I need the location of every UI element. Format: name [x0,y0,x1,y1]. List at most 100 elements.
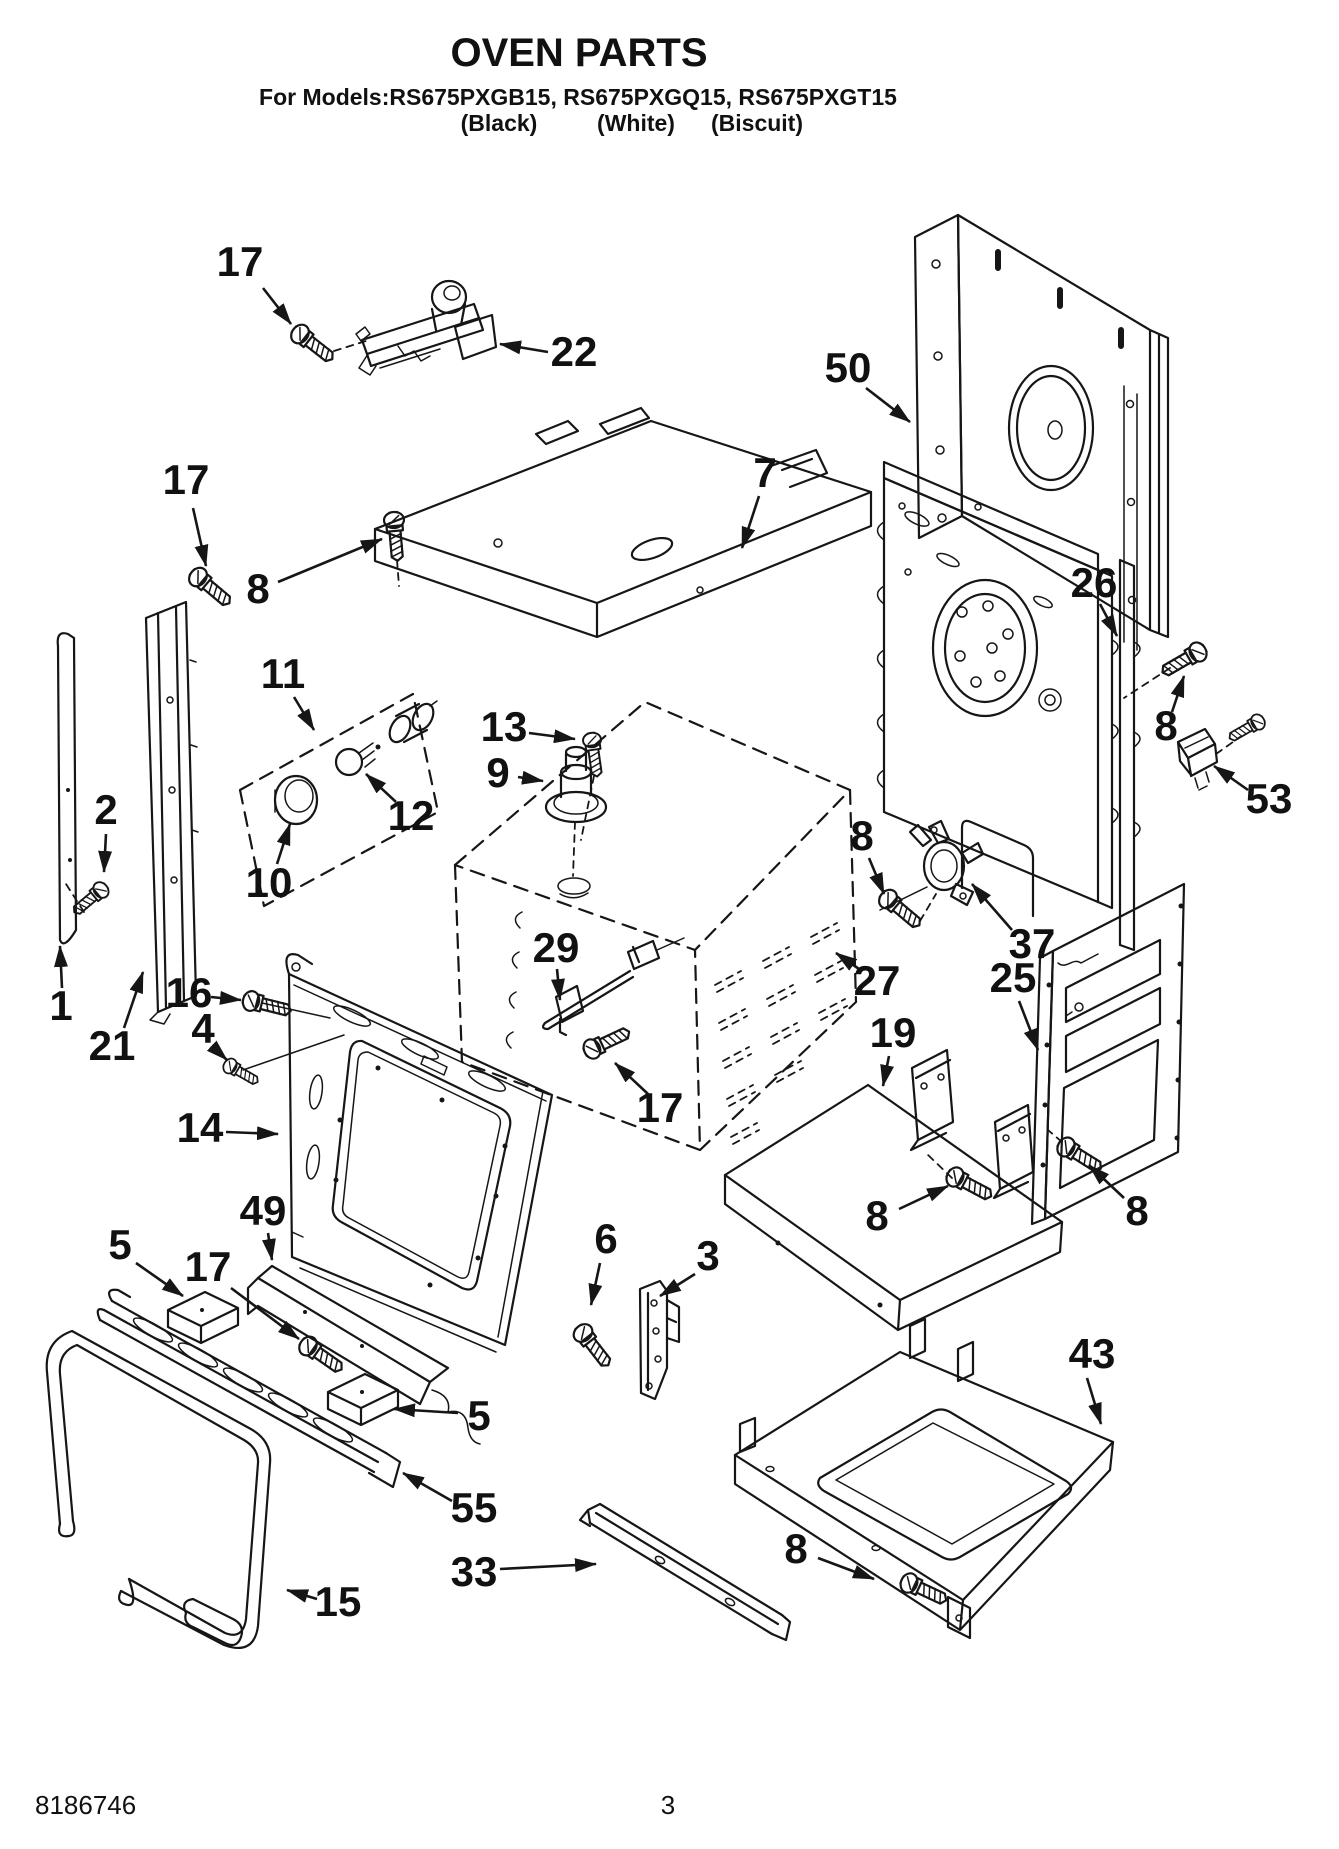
model-color-variant: (Biscuit) [711,110,803,136]
part-number-label: 5 [467,1392,490,1439]
part-number-label: 11 [261,650,305,697]
callout-7: 7 [740,449,777,549]
document-number: 8186746 [35,1790,136,1820]
part-number-label: 6 [594,1215,617,1262]
door-gasket-part-15 [45,1329,272,1650]
part-number-label: 13 [481,703,528,750]
model-color-variant: (Black) [461,110,538,136]
part-number-label: 19 [870,1009,917,1056]
callout-arrow [1085,1377,1103,1425]
side-trim-part-21 [144,600,199,1025]
callout-arrow [1098,603,1119,637]
part-number-label: 29 [533,924,580,971]
callout-27: 27 [835,951,900,1004]
oven-light-assembly-part-11 [238,692,440,908]
callout-arrow [528,729,576,744]
callout-arrow [277,537,383,584]
part-number-label: 4 [191,1005,215,1052]
part-number-label: 8 [784,1525,807,1572]
part-number-label: 2 [94,786,117,833]
callout-8: 8 [784,1525,875,1581]
callout-15: 15 [286,1578,361,1625]
callout-arrow [1213,764,1249,792]
callout-arrow [261,1232,276,1261]
callout-37: 37 [971,883,1056,967]
part-number-label: 53 [1246,775,1293,822]
callout-arrow [286,1588,318,1603]
callout-arrow [54,945,68,989]
callout-arrow [225,1126,279,1141]
rear-oven-panel-part-26 [876,460,1119,918]
callout-11: 11 [261,650,316,731]
callout-19: 19 [870,1009,917,1087]
part-number-label: 16 [166,969,213,1016]
part-number-label: 22 [551,328,598,375]
callout-25: 25 [990,954,1040,1051]
front-frame-part-14 [285,953,554,1353]
callout-arrow [1170,675,1186,713]
screw-fasteners [67,320,1269,1611]
part-number-label: 17 [185,1243,232,1290]
callout-arrow [275,823,292,865]
callout-arrow [588,1262,603,1306]
part-number-label: 25 [990,954,1037,1001]
part-number-label: 8 [865,1192,888,1239]
callout-49: 49 [240,1187,287,1261]
callout-arrow [835,951,860,971]
callout-arrow [865,386,911,424]
callout-9: 9 [486,749,544,796]
callout-arrow [898,1184,949,1211]
vent-duct-strip [1118,558,1141,952]
spacer-block-part-5-left [166,1290,240,1345]
part-number-label: 37 [1009,920,1056,967]
bottom-trim-part-55 [96,1288,402,1489]
door-side-trim-part-1 [56,632,78,945]
callout-17: 17 [163,456,210,567]
callout-6: 6 [588,1215,618,1306]
page-number: 3 [661,1790,675,1820]
callout-13: 13 [481,703,576,750]
callout-53: 53 [1213,764,1293,822]
callout-arrow [499,340,549,355]
callout-8: 8 [1088,1164,1149,1234]
callout-arrow [365,773,397,803]
oven-sensor-probe-part-29 [542,937,685,1037]
part-number-label: 14 [177,1104,224,1151]
part-number-label: 10 [246,859,293,906]
callout-arrow [135,1261,184,1298]
part-number-label: 8 [1154,702,1177,749]
part-number-label: 1 [49,982,72,1029]
callout-43: 43 [1069,1330,1115,1425]
callout-layer: 17 22 50 17 8 7 26 8 53 8 37 27 25 19 8 8 139 29 17 2 11 12 10… [49,238,1292,1625]
shelf-part-19 [723,1048,1064,1332]
callout-arrow [659,1272,696,1298]
callout-arrow [880,1055,894,1087]
page-title: OVEN PARTS [450,31,707,75]
part-number-label: 17 [637,1084,684,1131]
callout-arrow [230,1286,300,1341]
part-number-label: 26 [1071,559,1118,606]
callout-arrow [971,883,1013,931]
callout-arrow [292,696,316,731]
callout-arrow [614,1062,649,1095]
part-number-label: 12 [388,792,435,839]
part-number-label: 17 [163,456,210,503]
rear-outer-panel-part-50 [913,213,1170,651]
door-latch-assembly-part-22 [355,279,498,376]
callout-33: 33 [451,1548,597,1595]
callout-arrow [98,833,113,873]
model-color-variants: (Black)(White)(Biscuit) [461,110,803,136]
callout-1: 1 [49,945,73,1029]
callout-arrow [1088,1164,1125,1199]
part-number-label: 33 [451,1548,498,1595]
limit-switch-part-53 [1176,727,1219,791]
part-number-label: 8 [246,565,269,612]
part-number-label: 49 [240,1187,287,1234]
callout-8: 8 [246,537,383,612]
thermostat-part-37 [879,819,985,911]
callout-50: 50 [825,344,911,424]
callout-17: 17 [185,1243,300,1341]
callout-16: 16 [166,969,242,1016]
callout-arrow [517,770,544,785]
